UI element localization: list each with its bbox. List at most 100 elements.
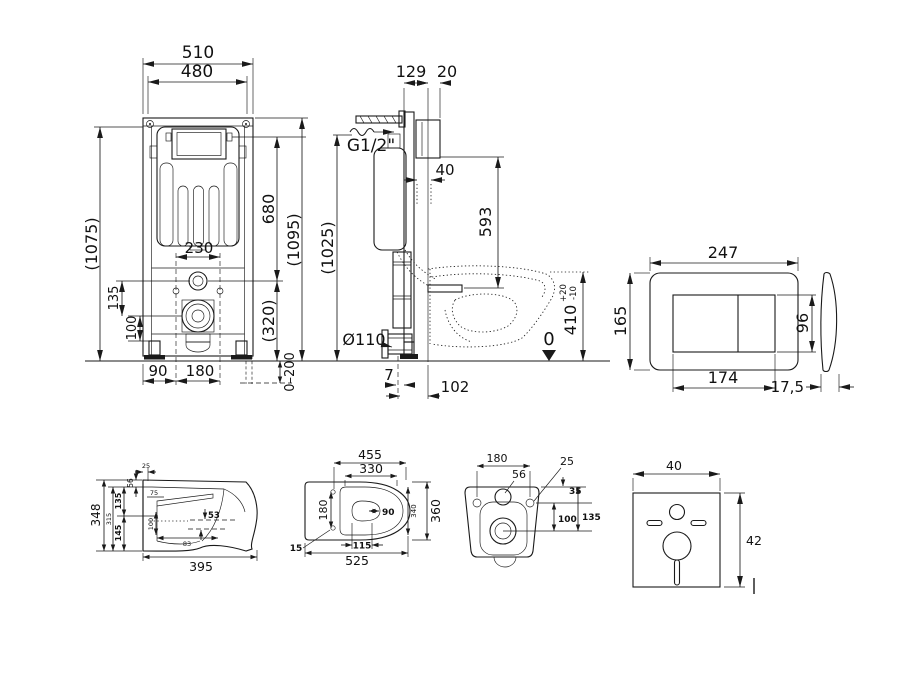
dim-label: 40 — [435, 161, 454, 179]
flush-plate-view — [649, 271, 838, 373]
dim-label: (1095) — [284, 213, 303, 266]
seat-hinge-hole-icon — [330, 525, 336, 531]
dim-label: 480 — [181, 62, 213, 82]
dim-rear-drain-spacing: 100 — [551, 503, 577, 531]
dim-frame-depth: 129 — [396, 62, 428, 86]
frame-front-view — [116, 117, 306, 360]
dim-outlet-distance: 102 — [386, 365, 469, 399]
dim-wc-seat-depth: 75 — [147, 489, 164, 498]
dim-label: 135 — [107, 286, 122, 311]
dim-wc-axis-offset: 53 — [188, 509, 236, 540]
pad-slot — [673, 559, 681, 586]
dim-label: 455 — [358, 447, 382, 462]
dim-label: (1025) — [318, 221, 337, 274]
seat-hinge-hole-icon — [330, 489, 336, 495]
bowl-side-outline — [142, 479, 258, 552]
cistern-tank — [156, 126, 240, 247]
dim-rear-inlet-diameter: 56 — [504, 468, 526, 494]
dim-rim-height: 410 +20 -10 — [550, 271, 590, 361]
level-triangle-icon — [542, 350, 556, 361]
dim-label: 90 — [382, 508, 395, 518]
dim-label: 395 — [189, 559, 213, 574]
dim-wc-bottom-length: 83 — [157, 535, 218, 548]
corner-screw-icon — [146, 120, 154, 128]
dim-wc-height: 348 — [89, 479, 142, 552]
flush-bend-hidden — [396, 251, 430, 287]
dim-frame-upper-height: 680 — [259, 137, 280, 281]
dim-plate-height: 165 — [611, 272, 650, 371]
dim-label: 330 — [359, 461, 383, 476]
dim-frame-width-inner: 480 — [147, 62, 248, 114]
dim-wc-opening-offset: 115 — [341, 523, 383, 552]
dim-bend-depth: 40 — [404, 161, 455, 183]
fill-valve — [387, 133, 401, 149]
dim-frame-inlet-offset: 135 — [107, 281, 182, 317]
tolerance-label: -10 — [569, 286, 579, 300]
wc-rear-view — [464, 486, 592, 568]
dim-frame-width-total: 510 — [142, 43, 254, 114]
dim-label: (1075) — [82, 217, 101, 270]
dim-label: 247 — [708, 243, 739, 262]
dim-frame-drain-offset: 100 — [125, 316, 149, 342]
dim-side-frame-height: (1025) — [318, 134, 352, 361]
dim-rear-fixing-spacing: 180 — [476, 452, 531, 497]
dim-label: 135 — [114, 492, 123, 509]
dim-label: 165 — [611, 306, 630, 337]
dim-wc-seat-length: 455 — [333, 447, 407, 489]
dim-wc-opening-length: 330 — [344, 461, 398, 486]
dim-label: 25 — [560, 455, 574, 468]
dim-wc-edge-offset: 15 — [290, 529, 331, 554]
dim-label: (320) — [259, 299, 278, 342]
dim-label: 348 — [89, 504, 103, 527]
flush-plate — [649, 272, 799, 371]
dim-label: 102 — [441, 378, 470, 396]
dim-label: 115 — [353, 542, 372, 552]
dim-label: 135 — [582, 513, 601, 523]
insulation-pad — [632, 492, 721, 588]
dim-label: 100 — [558, 515, 577, 525]
floor-level-marker: 0 — [542, 329, 556, 361]
dim-frame-drain-height: (320) — [259, 281, 280, 361]
dim-pad-width: 40 — [632, 458, 721, 491]
dim-plate-thickness: 17,5 — [771, 374, 854, 396]
dim-label: 180 — [186, 362, 215, 380]
dim-label: 7 — [384, 366, 394, 384]
dim-label: 75 — [150, 489, 158, 497]
dim-label: 129 — [396, 62, 427, 81]
dim-wc-width: 360 — [412, 481, 443, 541]
dim-wc-bowl-depth: 100 — [147, 512, 159, 535]
wc-side-view — [142, 479, 258, 552]
dim-label: 174 — [708, 368, 739, 387]
dim-wc-seat-width: 340 — [405, 487, 418, 535]
dim-wc-length: 395 — [142, 550, 258, 574]
dim-label: 510 — [182, 43, 214, 63]
dim-wc-hinge-spacing: 180 — [317, 492, 334, 528]
dim-frame-bolt-spacing: 230 — [175, 239, 221, 385]
pad-drain-hole — [662, 531, 692, 561]
dim-wc-total-length: 525 — [304, 536, 409, 568]
dim-label: 96 — [793, 313, 812, 333]
dim-label: 145 — [114, 524, 123, 541]
dim-rear-total-offset: 135 — [575, 487, 601, 531]
dim-button-height: 96 — [777, 294, 816, 353]
dim-label: 15 — [290, 544, 303, 554]
dim-label: 40 — [666, 458, 682, 473]
water-inlet — [188, 271, 208, 291]
dim-panel-thickness: 20 — [417, 62, 457, 86]
access-window — [171, 128, 227, 160]
bowl-top-outline — [304, 481, 411, 541]
dim-label: 180 — [487, 452, 508, 465]
dim-label: 230 — [185, 239, 214, 257]
dim-label: 0–200 — [283, 352, 298, 392]
bowl-opening — [351, 500, 381, 522]
dim-wc-top-offset: 25 — [135, 462, 156, 481]
flush-connector — [427, 284, 463, 293]
dim-label: 90 — [148, 362, 167, 380]
dim-label: 17,5 — [771, 378, 804, 396]
dim-label: 56 — [512, 468, 526, 481]
dim-label: 0 — [543, 329, 554, 350]
corner-screw-icon — [242, 120, 250, 128]
inlet-hole — [494, 488, 512, 506]
dim-frame-height: (1075) — [82, 126, 143, 361]
